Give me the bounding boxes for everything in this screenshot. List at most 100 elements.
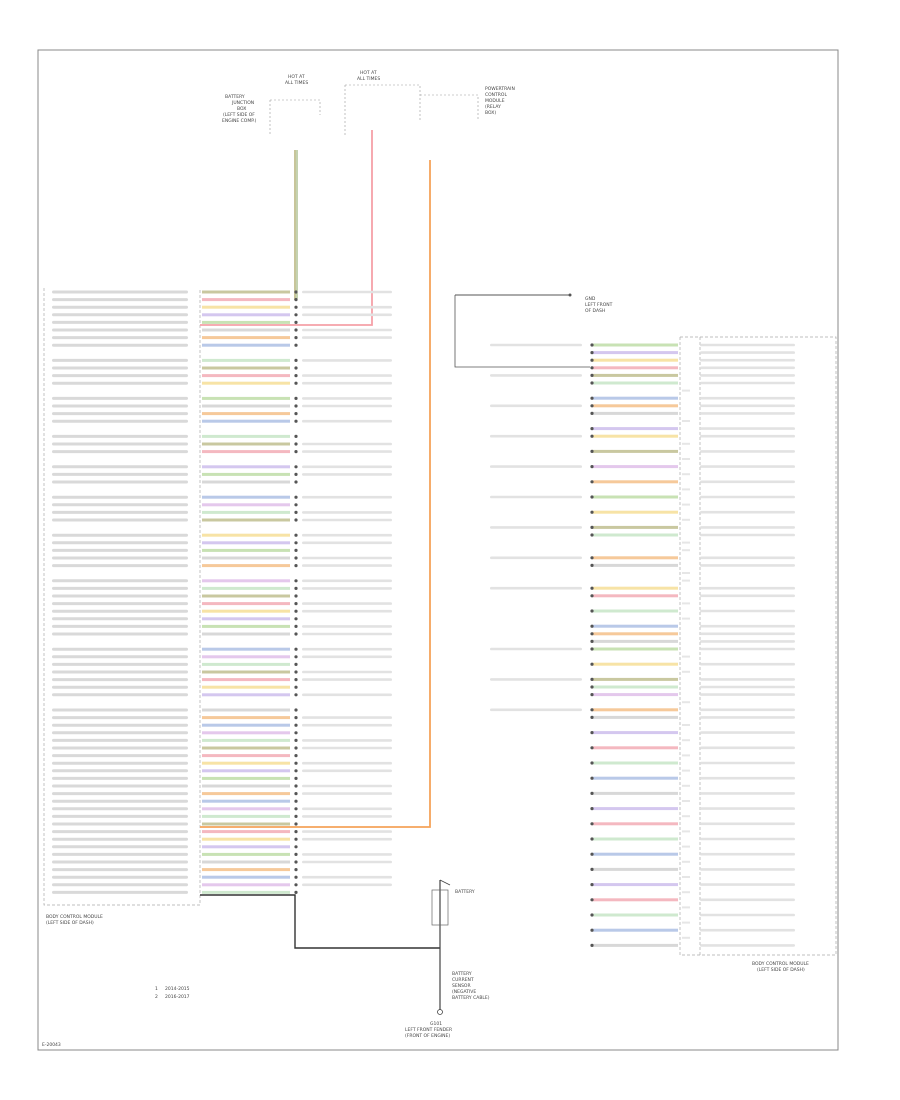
right-row-connector [590,381,594,385]
right-row-connector [590,434,594,438]
left-row-dest [302,564,392,567]
left-row-label [52,678,188,682]
right-row-label [700,533,795,537]
right-row-wire [592,791,678,795]
left-row-connector [294,860,298,864]
right-row-connector [590,708,594,712]
left-row-label [52,548,188,552]
left-row-label [52,336,188,340]
left-row-connector [294,655,298,659]
left-row-connector [294,328,298,332]
left-row-wire [202,358,290,362]
hot-label-a-1: HOT AT [288,74,305,80]
left-row-dest [302,655,392,659]
left-row-wire [202,533,290,537]
left-row-connector [294,746,298,750]
right-row-label [700,647,795,651]
battery-section: BATTERY BATTERY CURRENT SENSOR (NEGATIVE… [200,879,490,1039]
right-row-label [700,693,795,696]
ground-line-3: (FRONT OF ENGINE) [405,1033,450,1039]
left-row-connector [294,632,298,636]
left-row-dest [302,404,392,408]
right-row-source [490,526,582,529]
left-row-wire [202,381,290,385]
power-wires [200,130,431,828]
left-row-label [52,374,188,378]
left-row-wire [202,776,290,780]
left-row-label [52,556,188,560]
left-row-connector [294,685,298,689]
left-row-wire [202,472,290,476]
left-row-wire [202,837,290,841]
right-row-pin [682,739,690,742]
left-row-wire [202,670,290,674]
right-row-connector [590,647,594,651]
right-row-pin [682,549,690,552]
left-row-dest [302,716,392,719]
left-row-label [52,776,188,780]
left-row-label [52,617,188,621]
left-row-label [52,450,188,454]
right-row-label [700,374,795,377]
right-row-connector [590,495,594,499]
right-row-connector [590,351,594,355]
right-row-wire [592,776,678,780]
left-row-label [52,305,188,309]
left-row-dest [302,837,392,841]
left-row-dest [302,853,392,856]
left-row-wire [202,685,290,689]
left-row-wire [202,465,290,469]
left-row-connector [294,548,298,553]
left-row-wire [202,624,290,628]
left-row-wire [202,313,290,317]
left-row-dest [302,875,392,879]
left-row-dest [302,465,392,469]
left-row-dest [302,587,392,590]
right-row-wire [592,465,678,469]
left-row-connector [294,510,298,514]
right-row-pin [682,602,690,605]
right-row-wire [592,715,678,719]
left-row-label [52,837,188,841]
left-row-label [52,738,188,742]
left-row-label [52,320,188,324]
left-row-connector [294,708,298,712]
left-row-connector [294,830,298,834]
left-row-wire [202,305,290,309]
left-row-connector [294,495,298,499]
left-row-label [52,579,188,583]
left-row-wire [202,868,290,872]
right-row-label [700,708,795,712]
left-row-dest [302,693,392,697]
left-row-wire [202,845,290,849]
left-row-wire [202,328,290,332]
right-row-pin [682,906,690,909]
left-wire-rows [52,290,392,895]
sensor-line-3: SENSOR [452,983,471,989]
left-row-label [52,784,188,788]
left-row-wire [202,374,290,378]
right-row-label [700,807,795,810]
right-row-wire [592,639,678,643]
left-row-label [52,465,188,469]
fuse-box-connectors: HOT AT ALL TIMES HOT AT ALL TIMES BATTER… [222,70,515,135]
right-row-pin [682,572,690,574]
right-row-connector [590,715,594,720]
right-row-wire [592,480,678,484]
left-row-connector [294,693,298,697]
fuse-left-line-3: BOX [237,106,246,112]
right-row-label [700,822,795,826]
left-row-label [52,594,188,598]
left-row-dest [302,830,392,833]
right-row-label [700,716,795,719]
left-row-dest [302,678,392,681]
right-row-label [700,852,795,856]
right-row-source [490,647,582,651]
right-row-connector [590,411,594,415]
fuse-right-line-4: (RELAY [485,104,501,110]
left-row-connector [294,343,298,347]
right-row-wire [592,343,678,347]
right-row-connector [590,396,594,400]
left-row-wire [202,769,290,773]
left-row-label [52,852,188,856]
